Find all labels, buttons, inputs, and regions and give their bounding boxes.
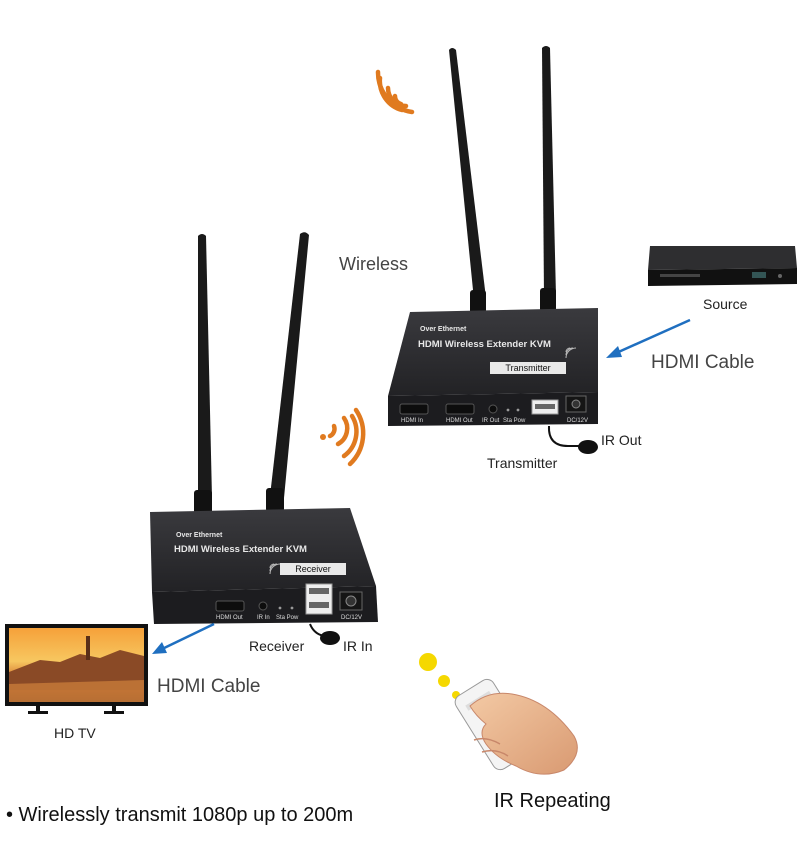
- antenna-icon: [449, 46, 556, 314]
- port-sta-pow: Sta Pow: [503, 418, 526, 424]
- wireless-label: Wireless: [339, 254, 409, 274]
- arrow-icon: [152, 622, 215, 654]
- port-sta-pow: Sta Pow: [276, 615, 299, 621]
- feature-bullet: • Wirelessly transmit 1080p up to 200m: [6, 804, 354, 826]
- hdmi-cable-label: HDMI Cable: [157, 676, 261, 697]
- source-label: Source: [703, 296, 748, 312]
- port-hdmi-out: HDMI Out: [216, 615, 243, 621]
- port-hdmi-in: HDMI In: [401, 418, 423, 424]
- unit-tag: Receiver: [295, 564, 331, 574]
- unit-line2: HDMI Wireless Extender KVM: [418, 339, 551, 350]
- unit-line2: HDMI Wireless Extender KVM: [174, 544, 307, 555]
- unit-line1: Over Ethernet: [176, 532, 223, 539]
- wifi-icon: [269, 563, 281, 575]
- wifi-signal-icon: [320, 407, 366, 467]
- transmitter-label: Transmitter: [487, 455, 558, 471]
- receiver-label: Receiver: [249, 638, 305, 654]
- arrow-icon: [606, 318, 691, 358]
- tv-icon: [5, 624, 148, 714]
- ir-in-label: IR In: [343, 638, 373, 654]
- antenna-icon: [194, 232, 309, 514]
- transmitter-device: Over Ethernet HDMI Wireless Extender KVM…: [388, 46, 598, 454]
- hdmi-cable-label: HDMI Cable: [651, 352, 755, 373]
- unit-tag: Transmitter: [505, 363, 550, 373]
- port-ir-in: IR In: [257, 615, 270, 621]
- hd-tv-label: HD TV: [54, 725, 96, 741]
- ir-out-label: IR Out: [601, 432, 642, 448]
- port-dc: DC/12V: [341, 615, 362, 621]
- ir-beam-icon: [419, 653, 460, 699]
- unit-line1: Over Ethernet: [420, 326, 467, 333]
- port-hdmi-out: HDMI Out: [446, 418, 473, 424]
- receiver-device: Over Ethernet HDMI Wireless Extender KVM…: [150, 232, 378, 645]
- wifi-signal-icon: [375, 69, 415, 115]
- ir-repeating-label: IR Repeating: [494, 790, 611, 812]
- port-dc: DC/12V: [567, 418, 588, 424]
- wifi-icon: [565, 347, 577, 359]
- port-ir-out: IR Out: [482, 418, 500, 424]
- source-player-icon: [648, 246, 797, 286]
- hand-icon: [469, 692, 578, 775]
